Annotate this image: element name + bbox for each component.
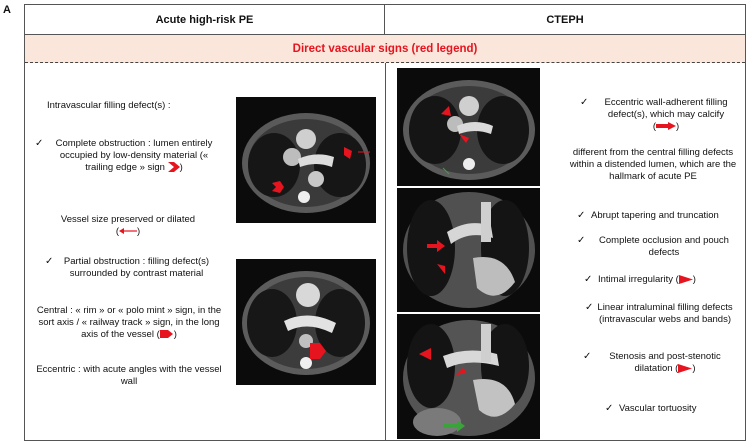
intimal-end: ) — [692, 274, 696, 285]
ct-scan-drawing — [397, 68, 540, 186]
check-icon: ✓ — [605, 403, 614, 414]
triangle-arrow-icon — [678, 274, 693, 284]
header-cteph: CTEPH — [546, 13, 584, 26]
ct-scan-drawing — [397, 188, 540, 312]
ct-axial-image-2 — [236, 259, 376, 385]
ct-coronal-image-1 — [397, 188, 540, 312]
eccentric-wall-label: Eccentric wall-adherent filling defect(s… — [604, 97, 728, 120]
vessel-size-text: Vessel size preserved or dilated () — [33, 214, 223, 238]
stenosis-label: Stenosis and post-stenotic dilatation ( — [609, 351, 721, 374]
abrupt-text: Abrupt tapering and truncation — [591, 210, 719, 221]
ct-scan-drawing — [397, 314, 540, 439]
central-end: ) — [173, 329, 177, 340]
complete-obstruction-label: Complete obstruction : lumen entirely oc… — [55, 138, 213, 173]
check-icon: ✓ — [35, 138, 44, 149]
ct-axial-image-1 — [236, 97, 376, 223]
comparison-table: Acute high-risk PE CTEPH Direct vascular… — [24, 4, 746, 441]
tortuosity-text: Vascular tortuosity — [619, 403, 697, 414]
table-header: Acute high-risk PE CTEPH — [25, 5, 745, 35]
header-acute-pe: Acute high-risk PE — [25, 5, 385, 34]
intimal-text: Intimal irregularity () — [598, 274, 738, 286]
panel-letter: A — [3, 4, 11, 16]
eccentric-open: ( — [652, 121, 656, 132]
legend-text: Direct vascular signs (red legend) — [292, 42, 478, 55]
check-icon: ✓ — [585, 302, 594, 313]
legend-row: Direct vascular signs (red legend) — [25, 35, 745, 63]
vessel-size-label: Vessel size preserved or dilated — [60, 214, 196, 225]
eccentric-close: ) — [676, 121, 680, 132]
occlusion-text: Complete occlusion and pouch defects — [599, 235, 729, 258]
ct-coronal-image-2 — [397, 314, 540, 439]
vessel-size-close: ) — [137, 226, 141, 237]
check-icon: ✓ — [580, 97, 589, 108]
check-icon: ✓ — [583, 351, 592, 362]
different-from-text: different from the central filling defec… — [569, 147, 737, 182]
linear-text: Linear intraluminal filling defects (int… — [597, 302, 733, 325]
partial-obstruction-text: Partial obstruction : filling defect(s) … — [63, 256, 210, 279]
column-divider — [385, 63, 386, 440]
stenosis-text: Stenosis and post-stenotic dilatation () — [595, 351, 735, 375]
ct-scan-drawing — [236, 259, 376, 385]
intro-text: Intravascular filling defect(s) : — [47, 100, 171, 111]
central-label: Central : « rim » or « polo mint » sign,… — [36, 305, 222, 340]
ct-axial-image-3 — [397, 68, 540, 186]
vessel-size-open: ( — [115, 226, 119, 237]
chevron-arrow-icon — [167, 162, 180, 173]
check-icon: ✓ — [577, 210, 586, 221]
check-icon: ✓ — [584, 274, 593, 285]
eccentric-wall-text: Eccentric wall-adherent filling defect(s… — [593, 97, 739, 133]
complete-obstruction-end: ) — [179, 162, 183, 173]
thin-arrow-icon — [119, 228, 137, 235]
stenosis-end: ) — [692, 363, 696, 374]
triangle-arrow-icon — [678, 363, 693, 373]
intimal-label: Intimal irregularity ( — [598, 274, 679, 285]
ct-scan-drawing — [236, 97, 376, 223]
check-icon: ✓ — [45, 256, 54, 267]
check-icon: ✓ — [577, 235, 586, 246]
eccentric-text: Eccentric : with acute angles with the v… — [36, 364, 222, 387]
bold-arrow-icon — [656, 122, 676, 131]
complete-obstruction-text: Complete obstruction : lumen entirely oc… — [49, 138, 219, 174]
block-arrow-icon — [159, 330, 173, 339]
central-text: Central : « rim » or « polo mint » sign,… — [31, 305, 227, 341]
